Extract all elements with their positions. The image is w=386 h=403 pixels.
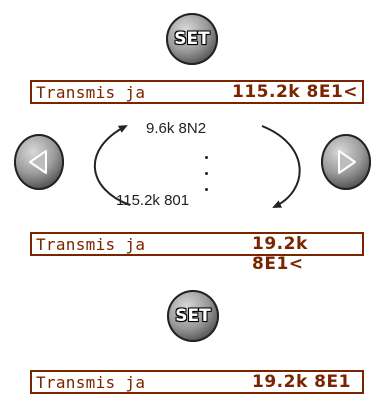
triangle-right-icon (338, 150, 356, 174)
arrow-down-right (261, 125, 301, 208)
display-value-text: 19.2k 8E1 (252, 372, 351, 392)
option-first: 9.6k 8N2 (146, 120, 207, 137)
display-label: Transmis ja (36, 235, 146, 254)
left-arrow-button[interactable] (14, 134, 64, 190)
lcd-display-top: Transmis ja 115.2k 8E1< (30, 80, 364, 104)
set-button-bottom[interactable]: SET (167, 290, 219, 342)
display-value-text: 115.2k 8E1 (232, 82, 344, 102)
lcd-display-bottom: Transmis ja 19.2k 8E1 (30, 370, 364, 394)
set-button-top[interactable]: SET (166, 13, 218, 65)
cursor-indicator: < (343, 82, 359, 102)
display-value: 19.2k 8E1< (252, 234, 362, 274)
display-value: 19.2k 8E1 (252, 372, 351, 392)
ellipsis-dot (205, 172, 208, 175)
display-label: Transmis ja (36, 83, 146, 102)
right-arrow-button[interactable] (321, 134, 371, 190)
arrow-up-left (94, 125, 131, 206)
option-last: 115.2k 801 (116, 192, 190, 209)
set-button-label: SET (174, 29, 210, 49)
display-value: 115.2k 8E1< (232, 82, 358, 102)
ellipsis-dot (205, 188, 208, 191)
set-button-label: SET (175, 306, 211, 326)
display-value-text: 19.2k 8E1 (252, 234, 308, 274)
cursor-indicator: < (288, 254, 304, 274)
triangle-left-icon (29, 150, 47, 174)
lcd-display-middle: Transmis ja 19.2k 8E1< (30, 232, 364, 274)
ellipsis-dot (205, 156, 208, 159)
display-label: Transmis ja (36, 373, 146, 392)
